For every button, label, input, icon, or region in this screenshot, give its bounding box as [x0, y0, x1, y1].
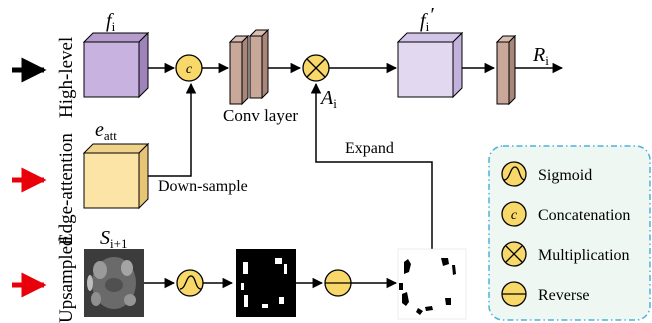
legend-item-reverse: Reverse: [501, 281, 590, 307]
label-r: Ri: [532, 44, 549, 68]
legend-item-multiplication: Multiplication: [501, 241, 630, 267]
feature-cube-f: [82, 31, 150, 99]
legend-label-sigmoid: Sigmoid: [538, 167, 592, 184]
sigmoid-map-image: [236, 249, 296, 317]
concatenation-node: c: [175, 54, 203, 82]
legend-item-sigmoid: Sigmoid: [501, 161, 592, 187]
conv-layer-block: [228, 28, 270, 106]
sigmoid-node: [176, 269, 204, 297]
row-label-high-level: High-level: [56, 37, 77, 118]
label-down-sample: Down-sample: [158, 178, 248, 195]
label-conv-layer: Conv layer: [223, 106, 298, 125]
legend-box: [488, 145, 651, 321]
concatenation-icon: c: [501, 201, 527, 227]
label-s: Si+1: [100, 227, 127, 251]
label-a: Ai: [319, 87, 337, 111]
output-conv-slab: [495, 34, 517, 106]
svg-text:c: c: [186, 62, 193, 77]
expand-line: [310, 82, 433, 249]
feature-cube-e-att: [82, 142, 150, 210]
sigmoid-icon: [501, 161, 527, 187]
label-e-att: eatt: [95, 119, 117, 143]
reverse-map-image: [397, 248, 467, 320]
label-expand: Expand: [345, 140, 394, 157]
reverse-icon: [501, 281, 527, 307]
row-label-upsampled: Upsampled: [56, 236, 77, 323]
row-label-edge-attention: Edge-attention: [56, 133, 77, 245]
feature-cube-f-prime: [396, 31, 464, 99]
label-f: fi: [106, 10, 116, 34]
svg-text:c: c: [511, 208, 518, 223]
legend-label-concatenation: Concatenation: [538, 207, 630, 224]
upsampled-map-image: [84, 249, 144, 317]
legend-item-concatenation: c Concatenation: [501, 201, 630, 227]
label-f-prime: fi′: [420, 4, 434, 34]
reverse-node: [324, 269, 352, 297]
multiplication-icon: [501, 241, 527, 267]
multiplication-node: [302, 54, 330, 82]
down-sample-line: [148, 82, 197, 177]
legend-label-reverse: Reverse: [538, 287, 590, 304]
legend-label-multiplication: Multiplication: [538, 247, 630, 264]
